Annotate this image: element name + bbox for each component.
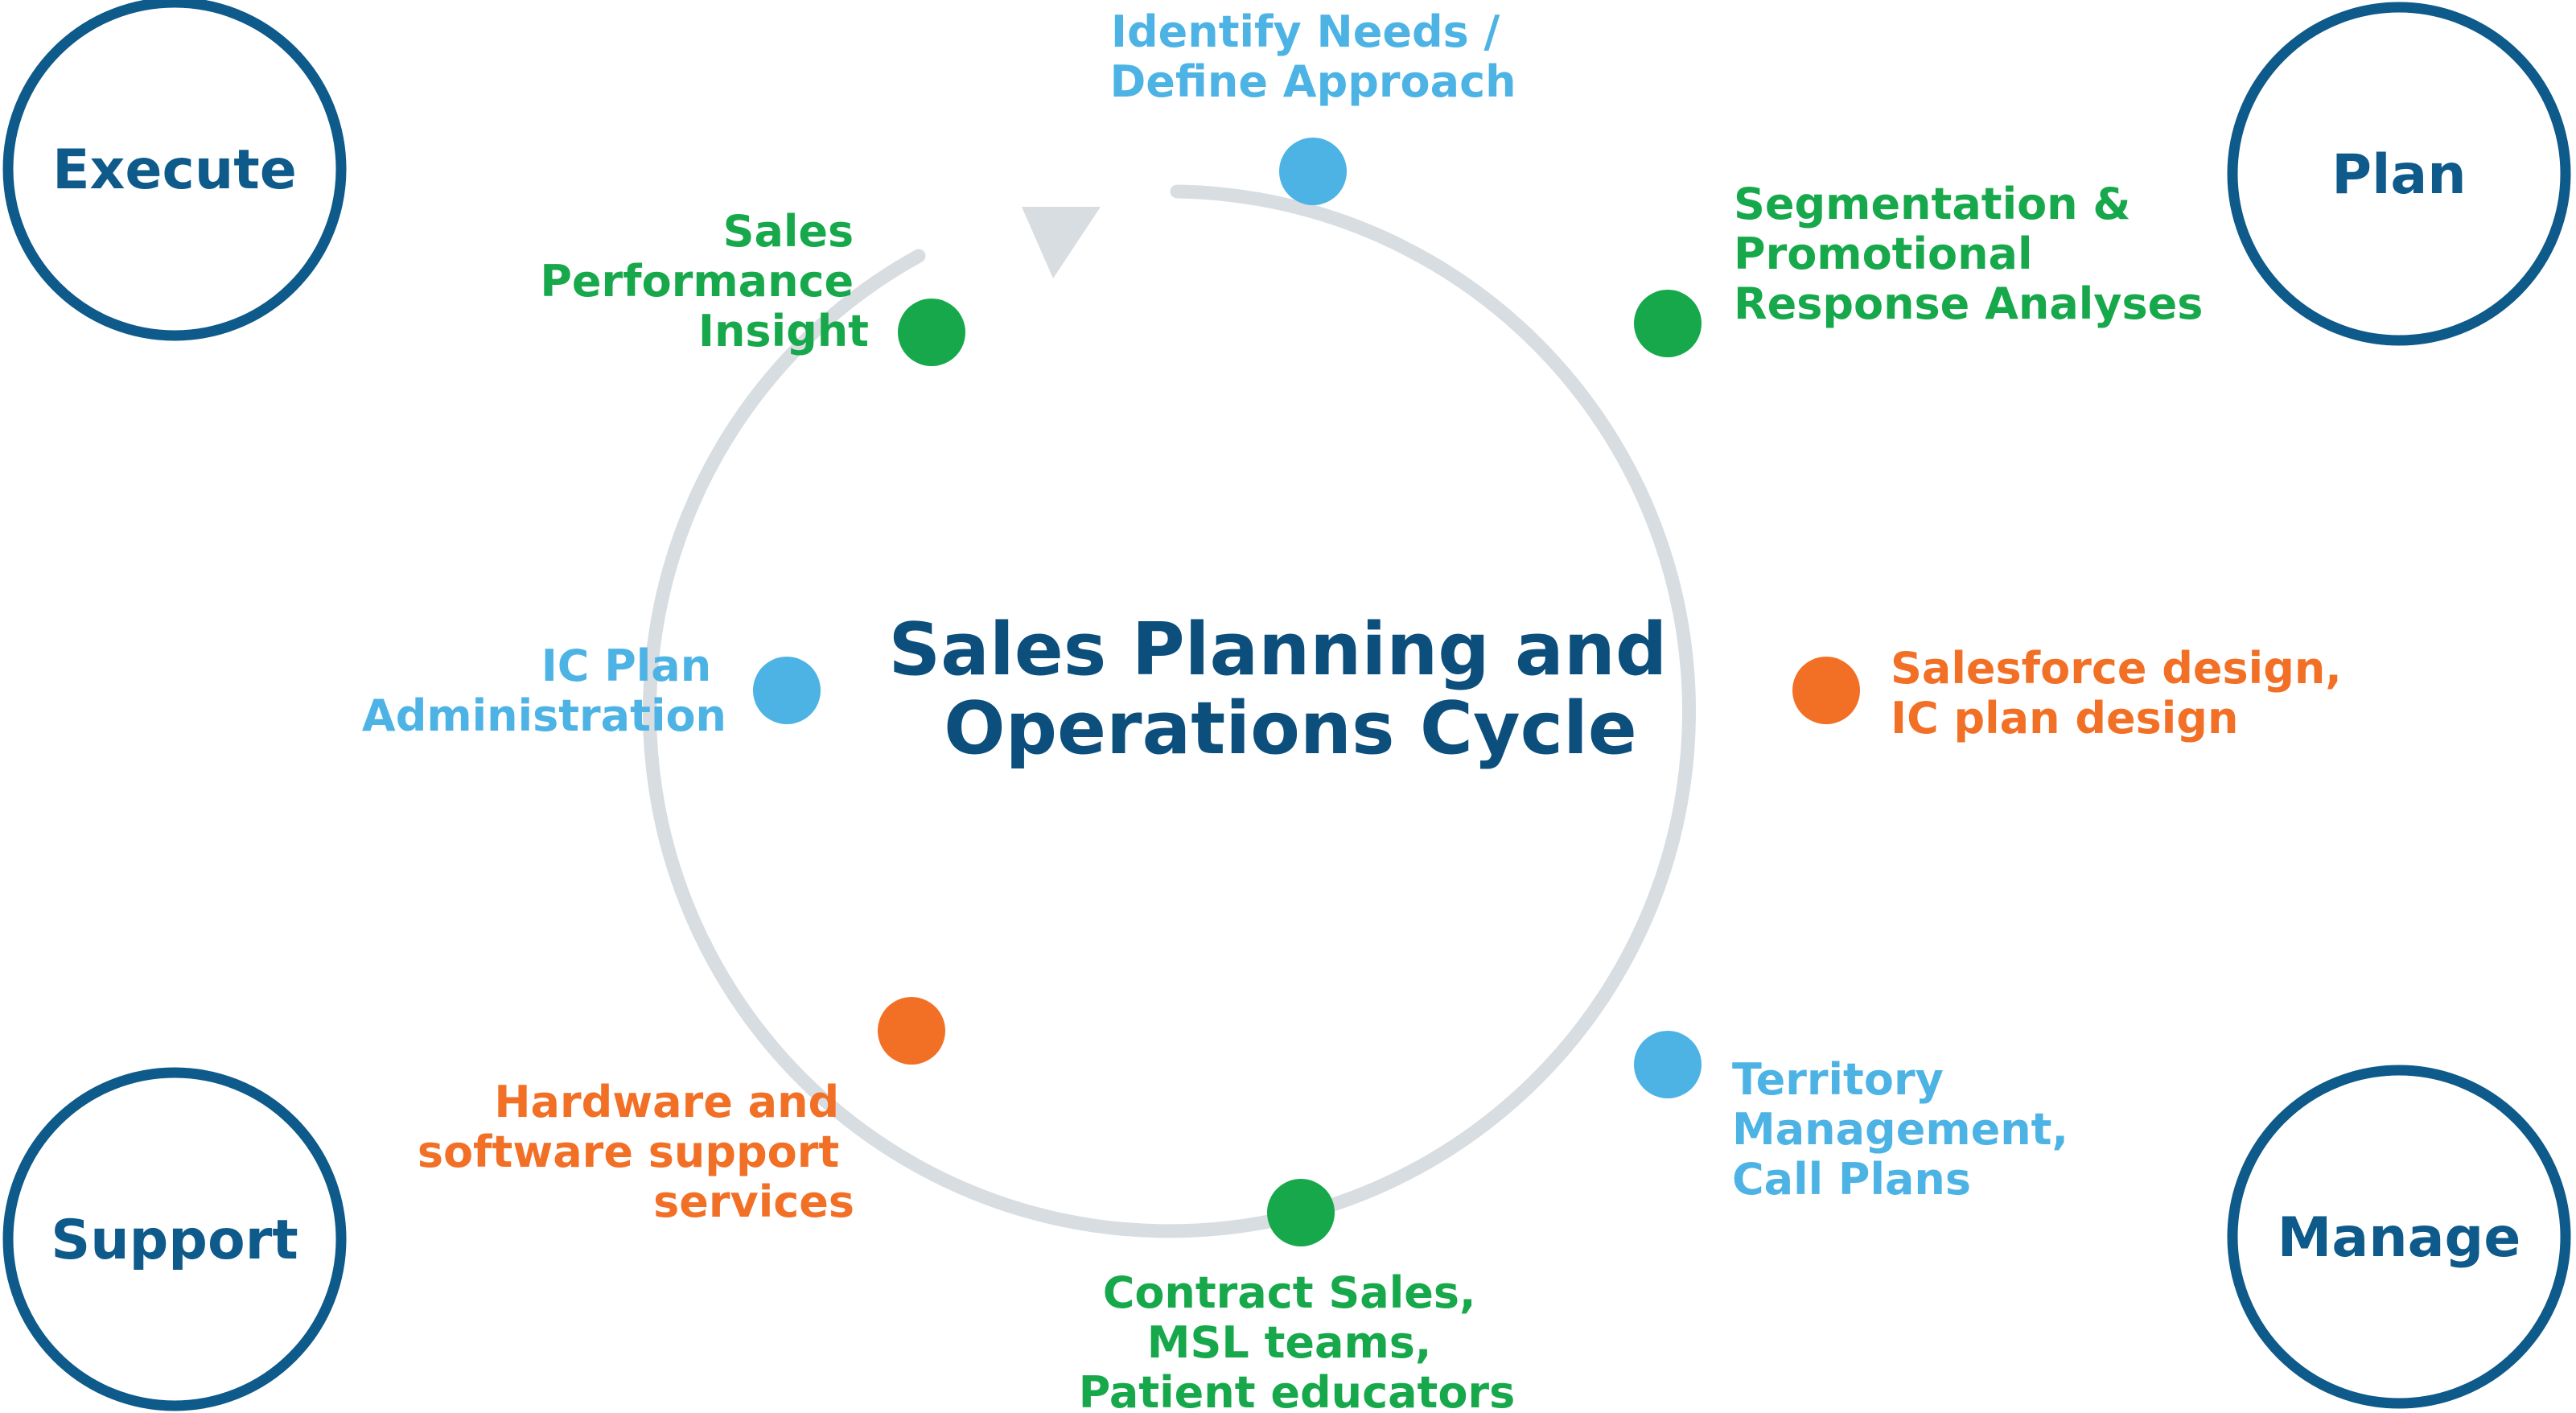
node-sales-performance: Sales Performance Insight	[540, 206, 965, 366]
node-label-line: IC Plan	[541, 641, 712, 691]
node-label-line: services	[653, 1176, 854, 1227]
node-label-line: Identify Needs /	[1111, 6, 1500, 57]
manage-label: Manage	[2278, 1206, 2521, 1270]
node-contract-sales: Contract Sales, MSL teams, Patient educa…	[1079, 1179, 1515, 1413]
execute-label: Execute	[52, 138, 297, 202]
node-label: Contract Sales, MSL teams, Patient educa…	[1079, 1267, 1515, 1413]
center-title-line: Operations Cycle	[944, 686, 1637, 771]
node-dot	[753, 657, 821, 724]
manage-stage: Manage	[2227, 1065, 2571, 1409]
node-label-line: Management,	[1732, 1104, 2068, 1155]
node-label: Identify Needs / Define Approach	[1109, 6, 1516, 107]
node-label-line: Sales	[723, 206, 854, 257]
node-dot	[1267, 1179, 1335, 1246]
node-hardware-software: Hardware and software support services	[418, 997, 945, 1227]
node-label-line: Territory	[1732, 1054, 1944, 1105]
node-identify-needs: Identify Needs / Define Approach	[1109, 6, 1516, 205]
node-label-line: Call Plans	[1732, 1154, 1971, 1205]
node-dot	[1279, 138, 1347, 205]
node-territory-management: Territory Management, Call Plans	[1634, 1031, 2084, 1205]
node-dot	[878, 997, 945, 1065]
node-label-line: Hardware and	[494, 1077, 839, 1127]
node-label-line: Define Approach	[1109, 56, 1516, 107]
execute-stage: Execute	[2, 0, 347, 341]
support-label: Support	[51, 1209, 298, 1272]
node-dot	[1634, 290, 1702, 357]
node-label-line: Contract Sales,	[1103, 1267, 1476, 1318]
node-label-line: software support	[418, 1127, 839, 1177]
plan-label: Plan	[2331, 143, 2466, 207]
node-ic-plan-administration: IC Plan Administration	[362, 641, 821, 741]
node-salesforce-design: Salesforce design, IC plan design	[1792, 643, 2357, 744]
node-dot	[898, 299, 965, 366]
node-label: Segmentation & Promotional Response Anal…	[1734, 179, 2203, 329]
node-label-line: Administration	[362, 690, 726, 741]
plan-stage: Plan	[2227, 2, 2571, 346]
center-title-line: Sales Planning and	[888, 608, 1667, 692]
node-segmentation: Segmentation & Promotional Response Anal…	[1634, 179, 2203, 357]
node-label-line: Patient educators	[1079, 1367, 1515, 1413]
center-title: Sales Planning and Operations Cycle	[888, 608, 1692, 771]
node-label-line: Promotional	[1734, 229, 2033, 279]
cycle-arrow-icon	[1022, 207, 1101, 278]
node-label-line: Response Analyses	[1734, 278, 2203, 329]
node-label: Hardware and software support services	[418, 1077, 854, 1227]
node-label: Sales Performance Insight	[540, 206, 869, 356]
node-dot	[1634, 1031, 1702, 1098]
support-stage: Support	[2, 1067, 347, 1411]
node-label-line: Insight	[698, 306, 869, 356]
node-label: IC Plan Administration	[362, 641, 726, 741]
node-label-line: MSL teams,	[1147, 1317, 1432, 1368]
node-label: Salesforce design, IC plan design	[1891, 643, 2357, 744]
node-label-line: Segmentation &	[1734, 179, 2131, 229]
node-label: Territory Management, Call Plans	[1732, 1054, 2084, 1205]
node-dot	[1792, 657, 1860, 724]
node-label-line: IC plan design	[1891, 693, 2238, 744]
node-label-line: Salesforce design,	[1891, 643, 2342, 694]
node-label-line: Performance	[540, 256, 854, 307]
